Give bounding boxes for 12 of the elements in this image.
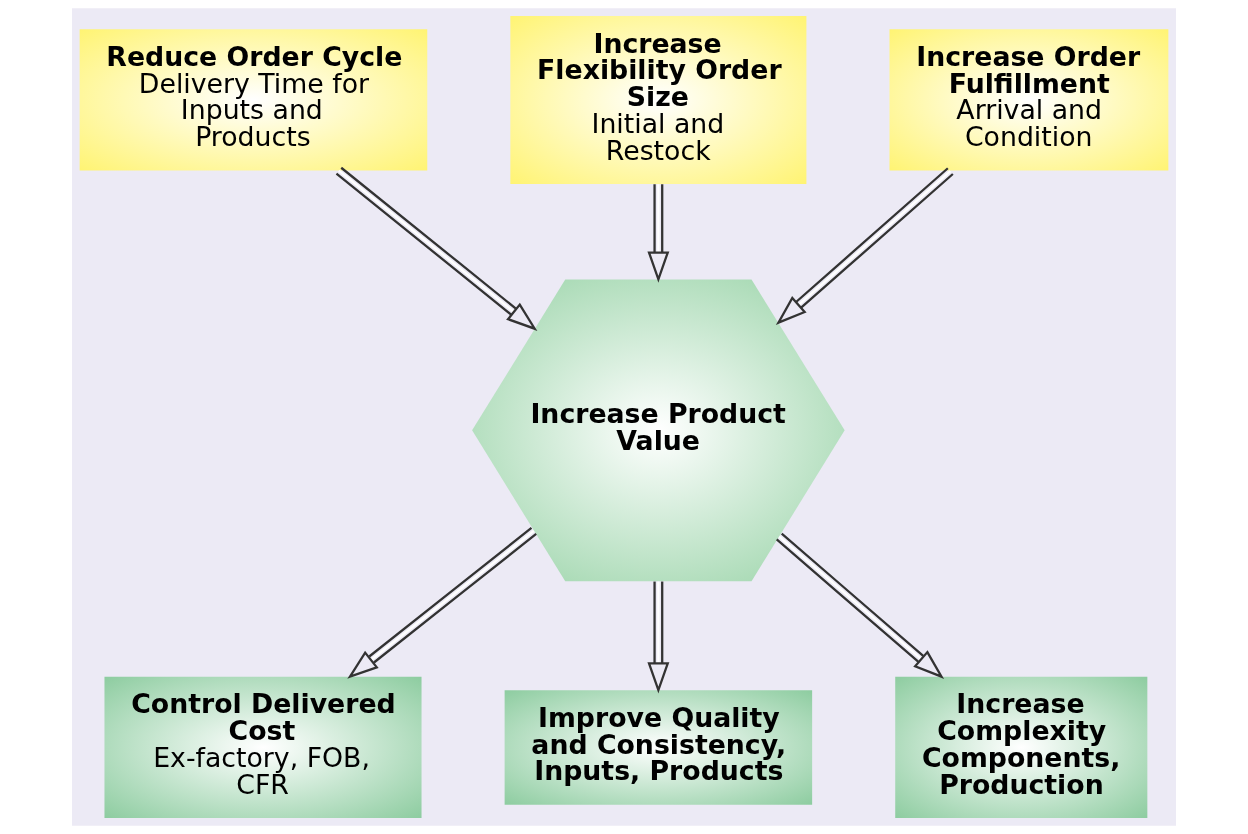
node-box: Improve Quality and Consistency, Inputs, Products (504, 690, 813, 805)
arrow (776, 532, 945, 679)
arrow (775, 167, 954, 325)
node-box: Increase Flexibility Order Size Initial and Restock (510, 15, 807, 184)
node-box: Increase Order Fulfillment Arrival and Condition (889, 29, 1169, 171)
node-box: Control Delivered Cost Ex-factory, FOB, CFR (104, 676, 422, 819)
node-box: Reduce Order Cycle Delivery Time for Inputs and Products (79, 29, 428, 171)
arrow (347, 527, 537, 679)
arrow (647, 184, 670, 283)
arrow (647, 581, 670, 694)
node-box: Increase Complexity Components, Production (895, 676, 1148, 819)
arrow (335, 166, 538, 331)
